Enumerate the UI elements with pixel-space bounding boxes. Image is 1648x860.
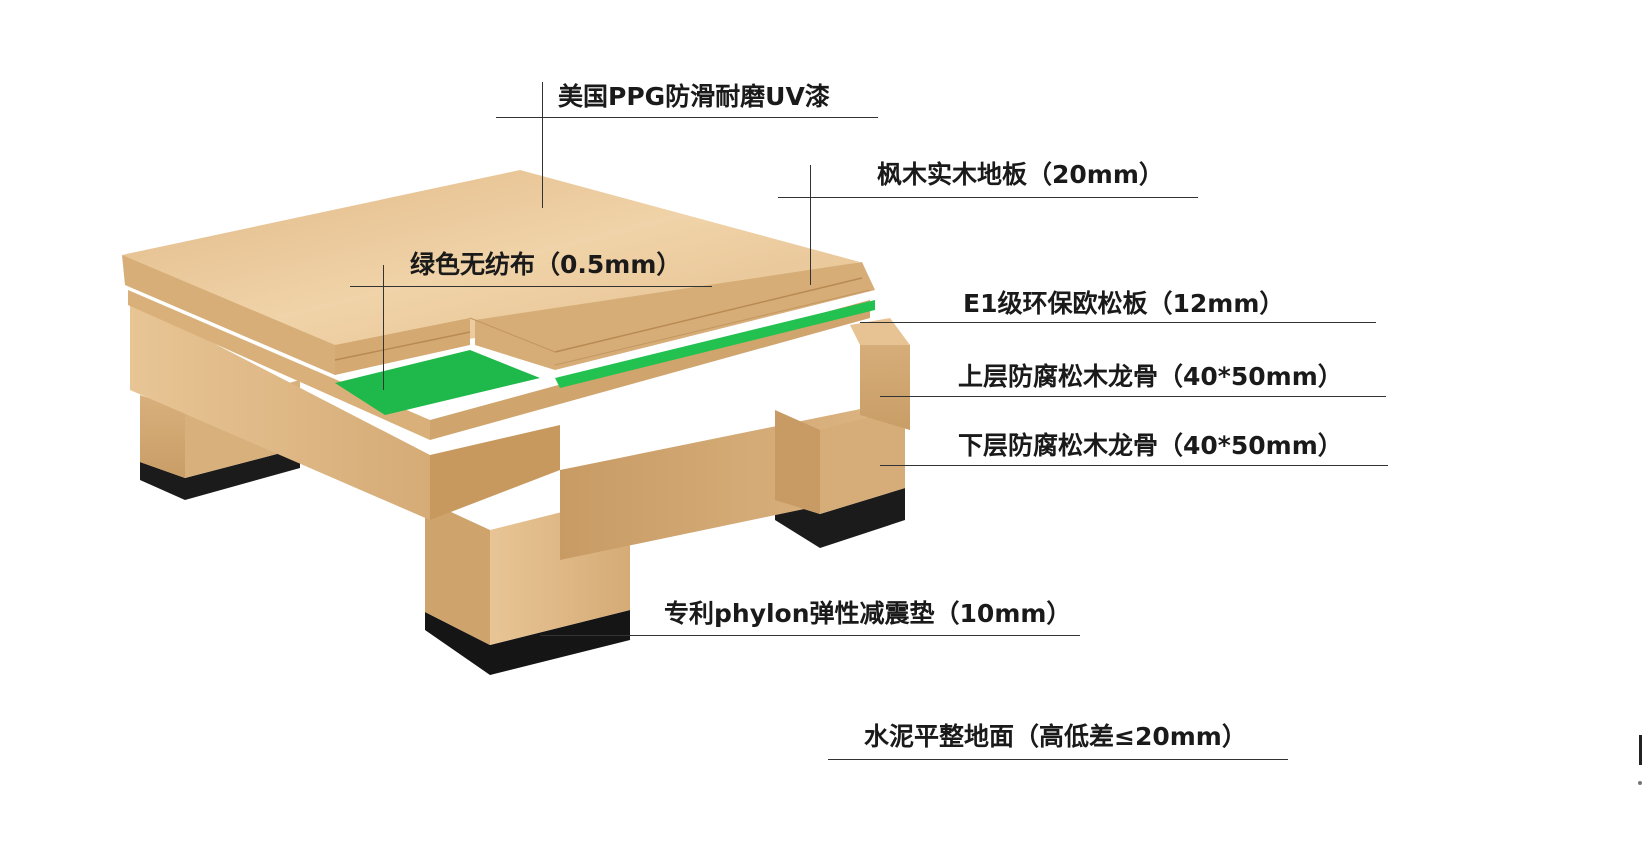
leader-concrete [828,759,1288,760]
maple-floor-groove-3 [554,289,871,366]
label-nonwoven: 绿色无纺布（0.5mm） [410,250,682,279]
maple-floor-top-surface [122,170,860,358]
label-shock-pad: 专利phylon弹性减震垫（10mm） [664,599,1072,628]
osb-board-front [128,290,430,440]
leader-vertical-uv [542,82,543,208]
lower-joist-right-leg-face [820,408,905,514]
upper-joist-inner-face [430,425,560,520]
shock-pad-rubber [140,448,905,675]
shock-pad-back-right [775,488,905,548]
felt-right-strip [555,300,875,388]
leader-vertical-maple [810,165,811,285]
lower-joist-left-leg [140,395,185,478]
edge-dot [1638,781,1642,785]
label-concrete: 水泥平整地面（高低差≤20mm） [864,722,1247,751]
upper-joist-front-face [130,300,430,520]
edge-mark [1639,735,1642,765]
maple-floor-groove-1 [334,331,471,361]
shock-pad-front [425,610,630,675]
felt-left-patch [335,350,540,415]
leader-upper-joist [880,396,1386,397]
maple-floor-joint [469,317,556,353]
leader-uv-coating [496,117,878,118]
label-uv-coating: 美国PPG防滑耐磨UV漆 [558,82,830,111]
label-upper-joist: 上层防腐松木龙骨（40*50mm） [958,362,1343,391]
maple-floor-groove-2 [554,277,863,353]
leader-nonwoven [350,286,712,287]
leader-maple-floor [778,197,1198,198]
leader-lower-joist [880,465,1388,466]
label-osb-board: E1级环保欧松板（12mm） [963,289,1285,318]
label-maple-floor: 枫木实木地板（20mm） [877,160,1164,189]
maple-floor-right-board-edge [475,262,875,370]
lower-joist-front-leg-side [425,500,490,645]
maple-floor-left-edge [122,255,335,375]
leader-shock-pad [540,635,1080,636]
leader-vertical-felt [383,265,384,390]
maple-floor-layer [122,170,875,375]
upper-joist-right-post [860,330,910,430]
upper-joist-right-post-top [850,318,910,345]
label-lower-joist: 下层防腐松木龙骨（40*50mm） [958,431,1343,460]
lower-joist-right-leg [775,410,820,514]
nonwoven-felt-layer [335,300,875,415]
upper-joist-beam [130,300,910,520]
leader-osb-board [860,322,1376,323]
shock-pad-back-left [140,448,300,500]
